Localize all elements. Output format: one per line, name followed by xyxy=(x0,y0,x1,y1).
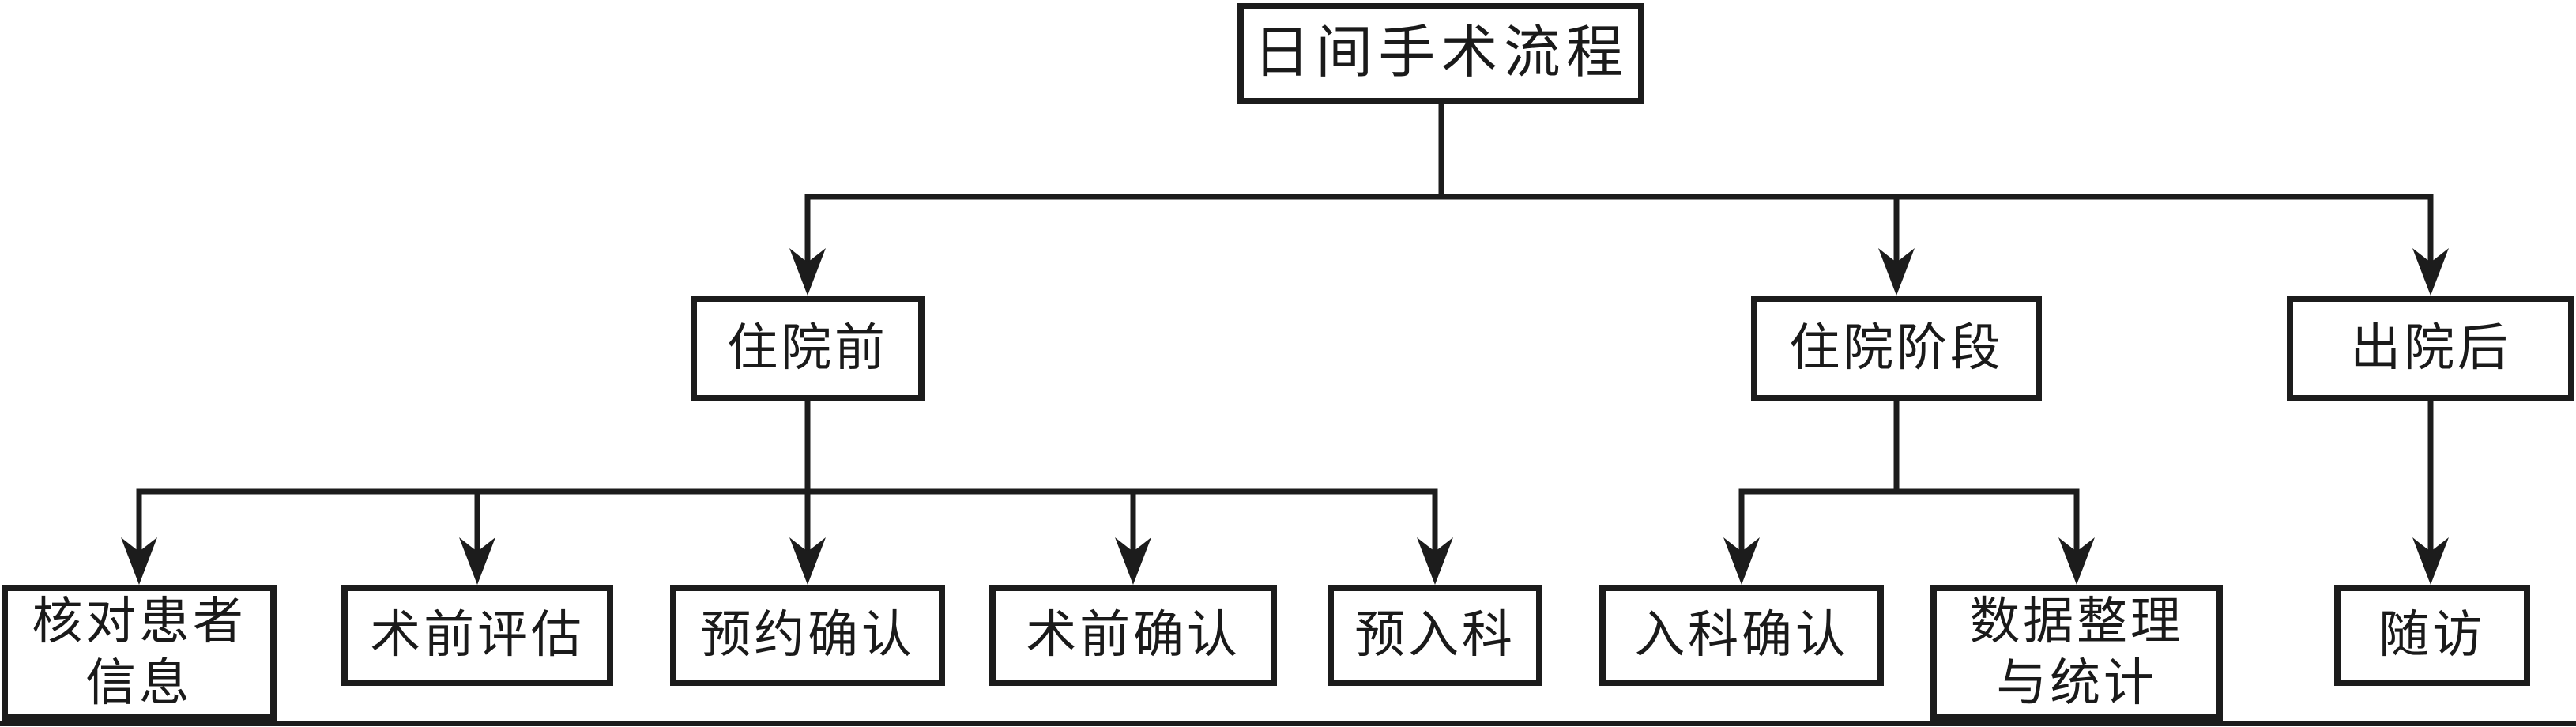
node-label: 核对患者 信息 xyxy=(32,593,247,711)
node-data-collation-statistics: 数据整理 与统计 xyxy=(1930,585,2223,721)
node-label: 日间手术流程 xyxy=(1252,21,1629,85)
node-label: 预入科 xyxy=(1354,606,1516,663)
node-label: 术前评估 xyxy=(370,606,585,663)
node-preop-assessment: 术前评估 xyxy=(341,585,613,686)
node-pre-admission: 预入科 xyxy=(1328,585,1542,686)
node-label: 术前确认 xyxy=(1026,606,1241,663)
node-post-discharge: 出院后 xyxy=(2287,296,2574,401)
node-label: 住院阶段 xyxy=(1789,319,2004,376)
node-verify-patient-info: 核对患者 信息 xyxy=(2,585,277,721)
node-appointment-confirmation: 预约确认 xyxy=(670,585,945,686)
node-hospitalization-stage: 住院阶段 xyxy=(1751,296,2042,401)
node-label: 数据整理 与统计 xyxy=(1969,593,2184,711)
node-label: 入科确认 xyxy=(1634,606,1849,663)
node-follow-up: 随访 xyxy=(2334,585,2530,686)
node-admission-confirmation: 入科确认 xyxy=(1599,585,1884,686)
node-label: 随访 xyxy=(2378,606,2486,663)
node-pre-hospitalization: 住院前 xyxy=(691,296,925,401)
node-label: 住院前 xyxy=(727,319,888,376)
arrowhead-icons xyxy=(121,248,2449,585)
tree-edges xyxy=(136,100,2434,556)
node-preop-confirmation: 术前确认 xyxy=(989,585,1277,686)
node-day-surgery-process: 日间手术流程 xyxy=(1237,3,1644,104)
node-label: 预约确认 xyxy=(700,606,915,663)
node-label: 出院后 xyxy=(2350,319,2511,376)
